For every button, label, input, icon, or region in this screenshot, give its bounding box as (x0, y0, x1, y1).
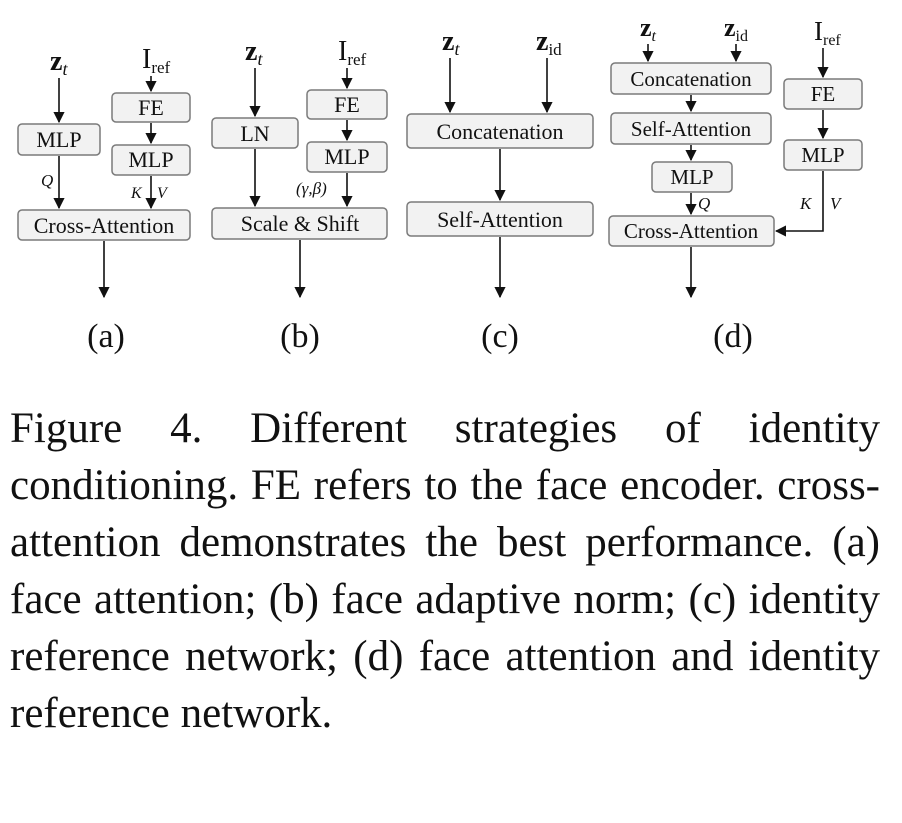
panel-d-concatenation-box (610, 62, 772, 95)
panel-b-mlp-box (306, 141, 388, 173)
panel-d: zt zid Iref Concatenation Self-Attention… (608, 13, 863, 355)
panel-d-self-attention-label: Self-Attention (631, 117, 752, 141)
panel-a-mlp-right-label: MLP (128, 147, 173, 172)
panel-c-tag: (c) (481, 318, 519, 355)
panel-a-fe-label: FE (138, 95, 164, 120)
panel-c-input-z: zt (442, 26, 460, 59)
panel-d-arrow-kv (774, 171, 824, 237)
panel-a-input-z: zt (50, 46, 68, 79)
panel-c-self-attention-label: Self-Attention (437, 207, 563, 232)
panel-a-edge-q: Q (41, 171, 53, 190)
panel-c-concatenation-box (406, 113, 594, 149)
panel-b-input-z: zt (245, 36, 263, 69)
panel-d-input-zid: zid (724, 13, 748, 45)
panel-c-concatenation-label: Concatenation (436, 119, 563, 144)
panel-d-self-attention-box (610, 112, 772, 145)
panel-d-edge-q: Q (698, 194, 710, 213)
panel-d-mlp-right-label: MLP (801, 143, 844, 167)
panel-b-edge-gamma-beta: (γ,β) (296, 179, 327, 198)
panel-d-mlp-right-box (783, 139, 863, 171)
panel-a-cross-attention-label: Cross-Attention (34, 213, 175, 238)
panel-b-input-ref: Iref (338, 36, 367, 69)
panel-b: zt Iref LN FE MLP Scale & Shift (γ,β) (b… (211, 36, 388, 355)
panel-b-mlp-label: MLP (324, 144, 369, 169)
panel-a-cross-attention-box (17, 209, 191, 241)
panel-c-self-attention-box (406, 201, 594, 237)
panel-b-ln-label: LN (240, 121, 269, 146)
panel-a-tag: (a) (87, 318, 125, 355)
panel-d-cross-attention-box (608, 215, 775, 247)
panel-d-input-z: zt (640, 13, 657, 45)
panel-d-input-ref: Iref (814, 16, 841, 49)
panel-a-edge-k: K (130, 185, 143, 202)
panel-b-ln-box (211, 117, 299, 149)
panel-d-cross-attention-label: Cross-Attention (624, 219, 759, 243)
figure-caption: Figure 4. Different strategies of identi… (10, 405, 880, 737)
panel-b-fe-label: FE (334, 92, 360, 117)
diagram-figure: zt Iref MLP FE MLP Cross-Attention Q K V… (17, 13, 863, 355)
panel-c-input-zid: zid (536, 26, 562, 59)
panel-d-concatenation-label: Concatenation (630, 67, 752, 91)
panel-b-scale-shift-label: Scale & Shift (241, 211, 360, 236)
panel-a-mlp-right-box (111, 144, 191, 176)
panel-d-mlp-mid-label: MLP (670, 165, 713, 189)
panel-d-edge-k: K (799, 194, 813, 213)
panel-a-fe-box (111, 92, 191, 123)
panel-b-scale-shift-box (211, 207, 388, 240)
panel-b-tag: (b) (280, 318, 320, 355)
panel-d-tag: (d) (713, 318, 753, 355)
panel-a: zt Iref MLP FE MLP Cross-Attention Q K V… (17, 44, 191, 355)
panel-a-mlp-left-label: MLP (36, 127, 81, 152)
panel-c: zt zid Concatenation Self-Attention (c) (406, 26, 594, 355)
panel-d-mlp-mid-box (651, 161, 733, 193)
panel-a-mlp-left-box (17, 123, 101, 156)
panel-d-fe-label: FE (811, 82, 836, 106)
panel-d-edge-v: V (830, 194, 843, 213)
panel-a-edge-v: V (157, 185, 169, 202)
panel-a-input-ref: Iref (142, 44, 171, 77)
panel-b-fe-box (306, 89, 388, 120)
panel-d-fe-box (783, 78, 863, 110)
